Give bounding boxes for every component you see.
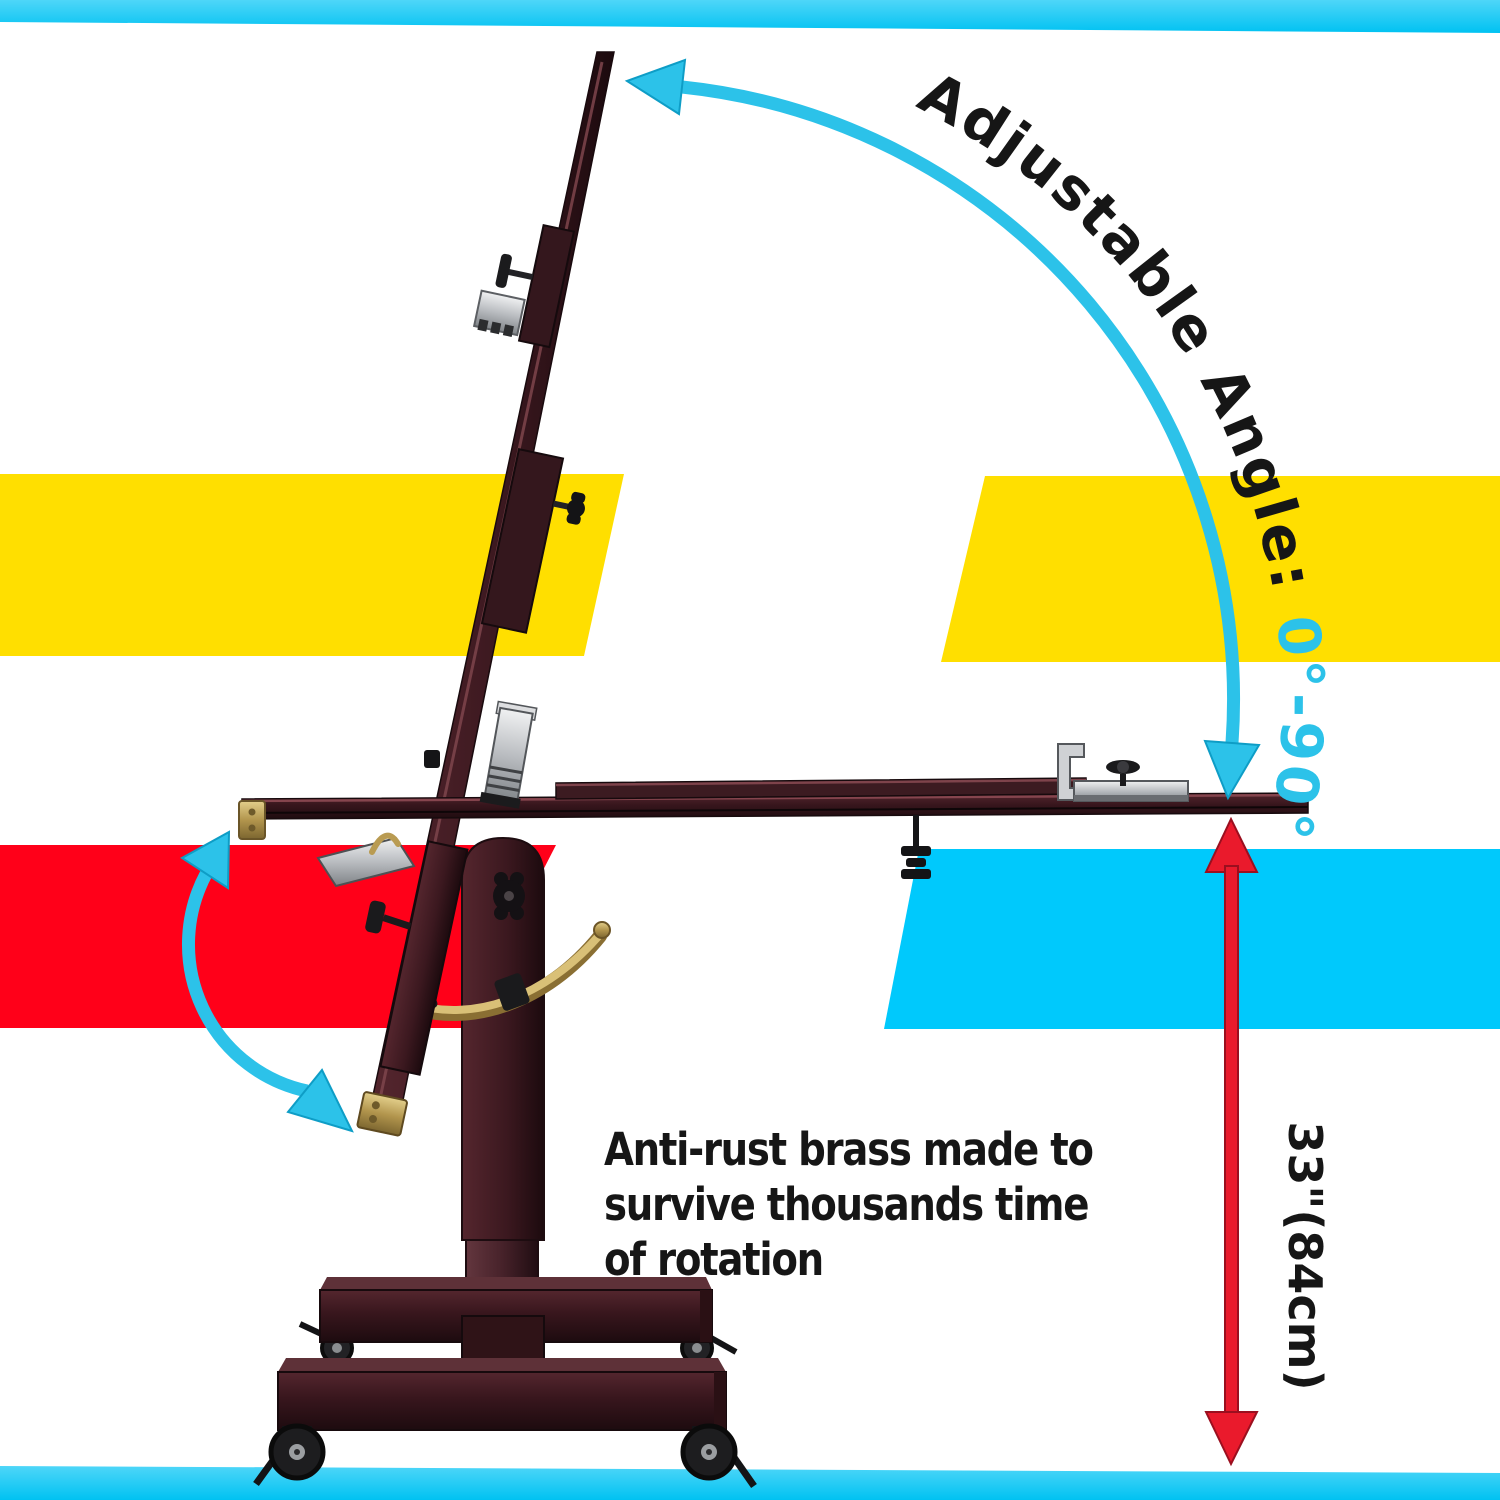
caption-line: of rotation <box>604 1233 824 1286</box>
tray-lock-bolt <box>424 750 440 768</box>
easel-base <box>253 1277 757 1489</box>
caster-front-left <box>253 1423 326 1487</box>
caption-line: survive thousands time <box>604 1178 1089 1231</box>
rotation-arc-arrow <box>624 58 1261 801</box>
rear-beam-end <box>700 1290 712 1342</box>
pivot-knob <box>493 872 525 920</box>
annotation-arrows <box>180 58 1261 1467</box>
rear-beam-top <box>320 1277 712 1290</box>
top-cyan-bar <box>0 0 1500 33</box>
yellow-stripe-left <box>0 474 624 656</box>
front-beam-end <box>714 1372 726 1430</box>
caption-line: Anti-rust brass made to <box>604 1123 1094 1176</box>
tilt-arc-arrow <box>180 830 354 1133</box>
lower-canvas-clamp <box>480 447 586 634</box>
easel-tray <box>238 700 1309 879</box>
tray-right-clamp <box>1057 743 1189 802</box>
upper-canvas-clamp <box>472 223 576 349</box>
tray-under-knob <box>901 815 931 879</box>
mast-carriage <box>316 832 469 1076</box>
tray-brass-end-cap <box>238 800 266 840</box>
front-beam-top <box>278 1358 726 1372</box>
easel <box>238 51 1309 1489</box>
height-arrow <box>1204 816 1259 1467</box>
brass-caption: Anti-rust brass made to survive thousand… <box>604 1122 1154 1287</box>
height-measurement-label: 33"(84cm) <box>1278 1121 1332 1391</box>
mast-brass-cap <box>356 1091 408 1137</box>
tray-center-silver-clamp <box>479 700 538 809</box>
cyan-stripe-right <box>884 849 1500 1029</box>
front-beam <box>277 1371 727 1431</box>
caster-front-right <box>680 1423 757 1489</box>
